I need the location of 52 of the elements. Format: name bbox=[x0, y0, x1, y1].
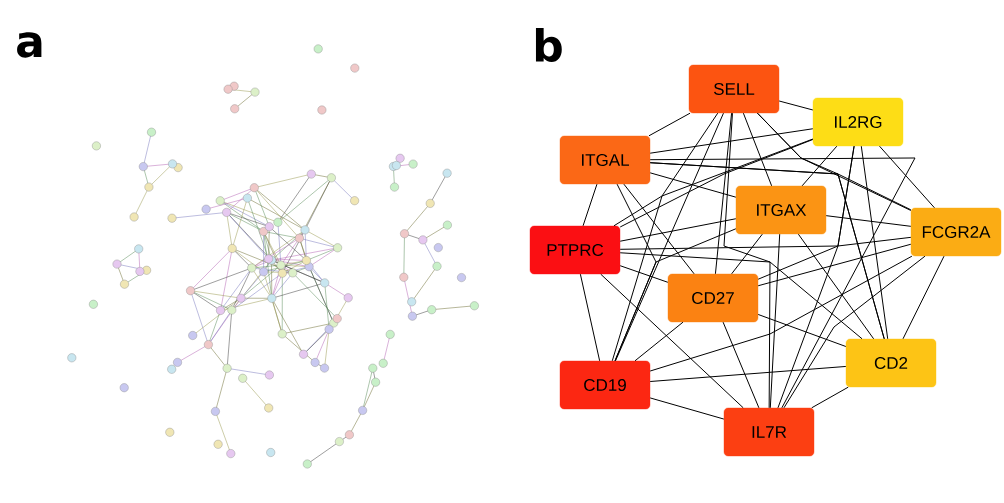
edge-line bbox=[623, 183, 695, 275]
panel-letter: b bbox=[535, 27, 562, 62]
edge-line bbox=[613, 112, 719, 227]
edge-line bbox=[619, 252, 863, 340]
edge-line bbox=[648, 112, 691, 137]
edge-line bbox=[615, 112, 724, 362]
edge-line bbox=[769, 233, 781, 409]
edge-line bbox=[860, 145, 889, 340]
edge-line bbox=[579, 273, 601, 362]
gene-box: PTPRC bbox=[529, 225, 621, 275]
gene-box: FCGR2A bbox=[910, 207, 1002, 257]
edge-line bbox=[619, 218, 737, 242]
edge-line bbox=[649, 255, 913, 372]
edge-line bbox=[649, 157, 916, 409]
edge-line bbox=[757, 314, 847, 347]
edge-line bbox=[879, 145, 935, 209]
gene-box: ITGAX bbox=[735, 185, 827, 235]
edge-line bbox=[825, 215, 912, 227]
edge-line bbox=[797, 233, 875, 340]
edge-line bbox=[777, 145, 855, 409]
edge-line bbox=[619, 139, 814, 228]
edge-line bbox=[649, 365, 847, 382]
panel-letter: a bbox=[17, 32, 42, 58]
edge-line bbox=[722, 321, 760, 409]
edge-line bbox=[723, 112, 771, 409]
edge-line bbox=[600, 273, 744, 409]
edge-line bbox=[811, 386, 849, 409]
edge-line bbox=[611, 138, 814, 362]
edge-line bbox=[783, 255, 926, 409]
edge-line bbox=[649, 397, 725, 420]
edge-line bbox=[614, 228, 737, 362]
edge-line bbox=[582, 183, 598, 227]
edge-line bbox=[742, 112, 773, 187]
gene-box: ITGAL bbox=[559, 135, 651, 185]
gene-box: CD27 bbox=[667, 273, 759, 323]
edge-line bbox=[619, 265, 669, 283]
edge-line bbox=[619, 236, 912, 250]
gene-box: SELL bbox=[688, 64, 780, 114]
gene-box: IL2RG bbox=[812, 97, 904, 147]
gene-box: CD2 bbox=[845, 338, 937, 388]
edge-line bbox=[801, 145, 838, 187]
gene-box: CD19 bbox=[559, 360, 651, 410]
edge-line bbox=[649, 172, 737, 198]
edge-line bbox=[649, 162, 885, 340]
edge-line bbox=[778, 100, 814, 111]
edge-line bbox=[649, 128, 814, 154]
edge-line bbox=[902, 255, 945, 340]
edge-line bbox=[731, 233, 763, 275]
edge-line bbox=[714, 112, 733, 275]
edge-line bbox=[757, 243, 912, 287]
gene-box: IL7R bbox=[723, 407, 815, 457]
edge-line bbox=[634, 321, 684, 362]
